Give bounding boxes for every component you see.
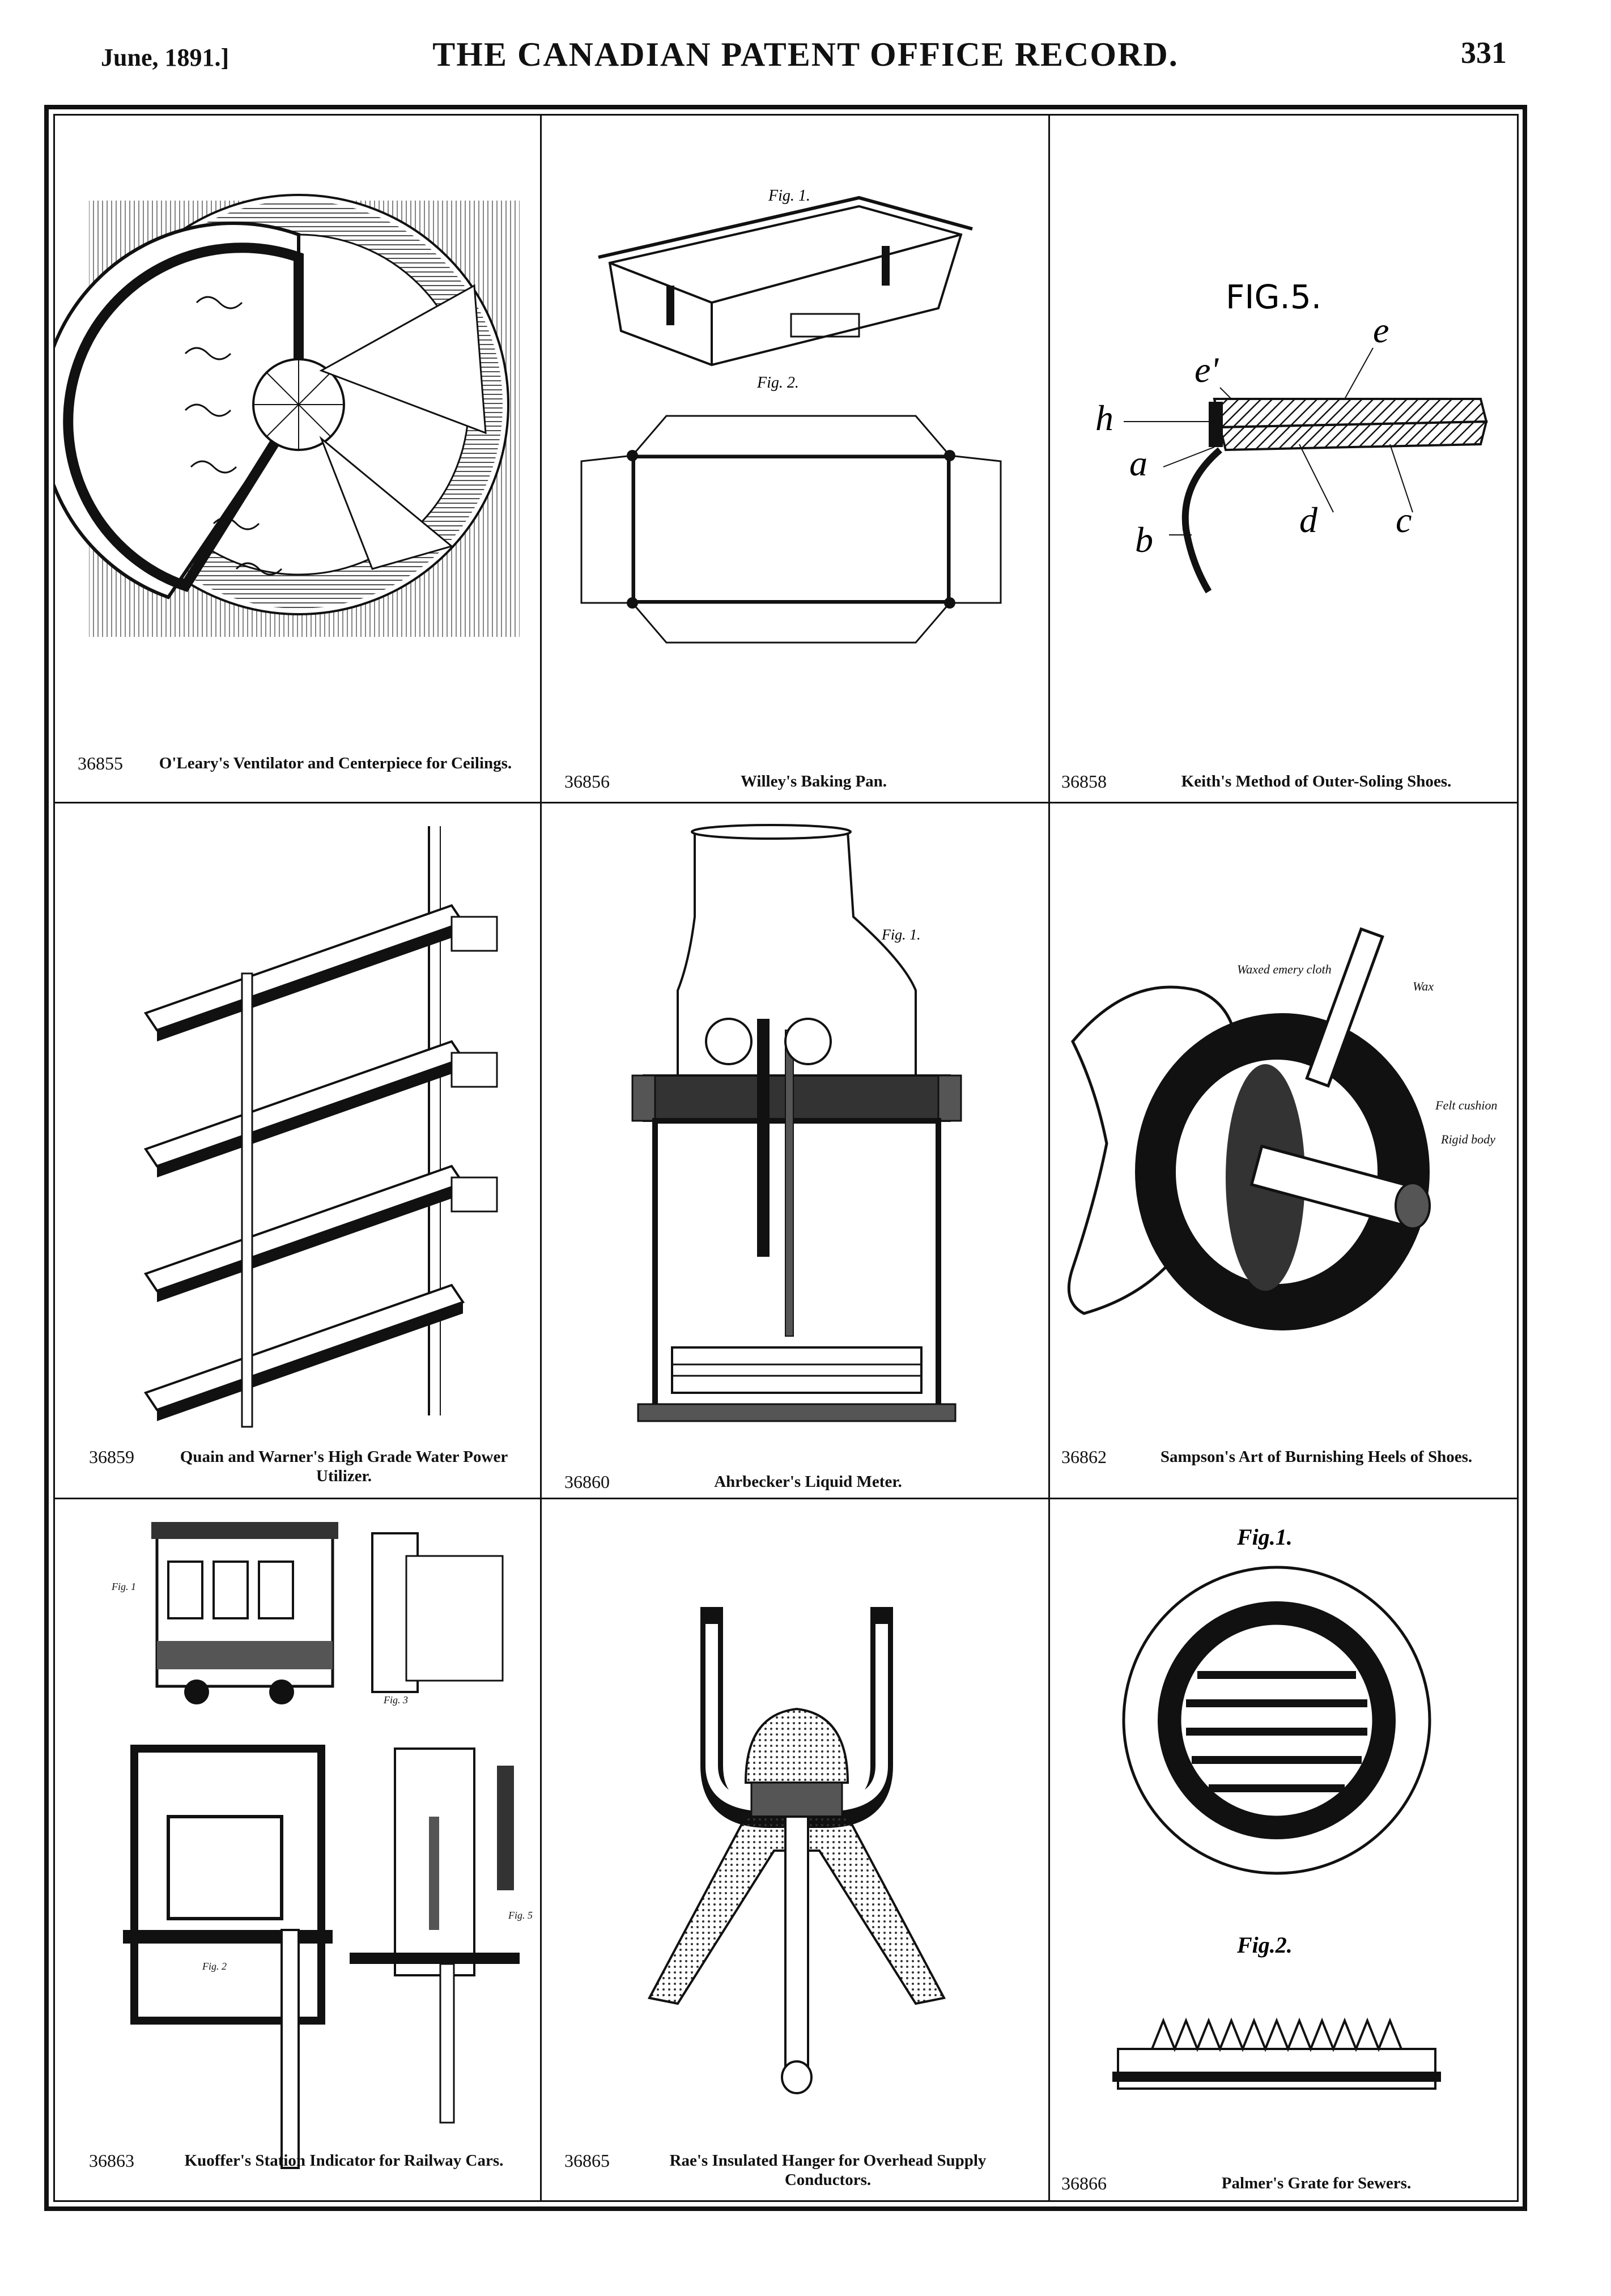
page-number: 331	[1461, 36, 1507, 70]
grate-fig1-label: Fig.1.	[1236, 1524, 1293, 1550]
patent-number: 36859	[89, 1447, 134, 1467]
panel-caption: 36855 O'Leary's Ventilator and Centerpie…	[78, 754, 531, 773]
patent-title: Quain and Warner's High Grade Water Powe…	[180, 1448, 508, 1485]
patent-title: Kuoffer's Station Indicator for Railway …	[184, 2152, 504, 2170]
patent-panel-36855: 36855 O'Leary's Ventilator and Centerpie…	[55, 116, 540, 802]
panel-caption: 36865 Rae's Insulated Hanger for Overhea…	[564, 2151, 1029, 2189]
inner-border	[53, 114, 1519, 2202]
patent-panel-36856: Fig. 1. Fig. 2. 36856 Willey's Baking Pa…	[542, 116, 1048, 802]
journal-title: THE CANADIAN PATENT OFFICE RECORD.	[432, 36, 1179, 73]
patent-panel-36859: 36859 Quain and Warner's High Grade Wate…	[55, 803, 540, 1498]
sole-label-c: c	[1396, 500, 1412, 540]
patent-panel-36866: Fig.1. Fig.2. 36866 Palmer's Grate for S…	[1050, 1499, 1519, 2202]
heel-emery-label: Waxed emery cloth	[1237, 962, 1332, 976]
sole-label-h: h	[1095, 398, 1113, 438]
pan-fig1-label: Fig. 1.	[768, 187, 810, 205]
heel-burnisher-drawing: Waxed emery cloth Wax Felt cushion Rigid…	[1067, 927, 1497, 1330]
baking-pan-drawing: Fig. 1. Fig. 2.	[580, 187, 1002, 644]
liquid-meter-drawing: Fig. 1.	[631, 824, 962, 1422]
sole-label-d: d	[1299, 500, 1318, 540]
patent-title: Rae's Insulated Hanger for Overhead Supp…	[669, 2152, 987, 2189]
panel-caption: 36862 Sampson's Art of Burnishing Heels …	[1061, 1447, 1509, 1466]
column-divider	[1048, 114, 1050, 2202]
sole-label-a: a	[1129, 443, 1147, 483]
panel-caption: 36860 Ahrbecker's Liquid Meter.	[564, 1472, 1029, 1491]
station-indicator-drawing: Fig. 1 Fig. 3 Fig. 2 Fig. 5	[111, 1522, 533, 2169]
insulated-hanger-drawing	[647, 1607, 946, 2094]
meter-fig-label: Fig. 1.	[881, 926, 921, 943]
patent-title: Ahrbecker's Liquid Meter.	[714, 1473, 902, 1491]
station-fig1-label: Fig. 1	[111, 1581, 136, 1592]
page-header: June, 1891.] THE CANADIAN PATENT OFFICE …	[0, 22, 1611, 78]
sewer-grate-drawing: Fig.1. Fig.2.	[1112, 1524, 1441, 2090]
heel-rigid-label: Rigid body	[1440, 1132, 1495, 1146]
row-divider	[53, 1498, 1519, 1499]
patent-title: Sampson's Art of Burnishing Heels of Sho…	[1160, 1448, 1473, 1466]
panel-caption: 36859 Quain and Warner's High Grade Wate…	[89, 1447, 531, 1486]
patent-number: 36866	[1061, 2173, 1107, 2193]
panel-caption: 36866 Palmer's Grate for Sewers.	[1061, 2174, 1509, 2193]
station-fig5-label: Fig. 5	[508, 1910, 533, 1921]
outer-sole-drawing: FIG.5. e e' h a b d c	[1095, 278, 1488, 594]
panel-caption: 36858 Keith's Method of Outer-Soling Sho…	[1061, 772, 1509, 791]
patent-number: 36862	[1061, 1447, 1107, 1467]
patent-number: 36858	[1061, 771, 1107, 792]
patent-title: Keith's Method of Outer-Soling Shoes.	[1181, 772, 1452, 790]
grate-fig2-label: Fig.2.	[1236, 1932, 1293, 1958]
patent-panel-36858: FIG.5. e e' h a b d c 36858 Keith's Meth…	[1050, 116, 1519, 802]
heel-wax-label: Wax	[1413, 979, 1434, 993]
station-fig3-label: Fig. 3	[383, 1694, 408, 1706]
patent-panel-36860: Fig. 1. 36860 Ahrbecker's Liquid Meter.	[542, 803, 1048, 1498]
patent-number: 36863	[89, 2150, 134, 2171]
patent-number: 36860	[564, 1472, 610, 1492]
patent-panel-36862: Waxed emery cloth Wax Felt cushion Rigid…	[1050, 803, 1519, 1498]
heel-felt-label: Felt cushion	[1435, 1098, 1497, 1112]
patent-number: 36855	[78, 753, 123, 773]
sole-label-e-prime: e'	[1195, 350, 1219, 390]
patent-title: Palmer's Grate for Sewers.	[1221, 2174, 1412, 2192]
sole-fig-label: FIG.5.	[1226, 278, 1321, 316]
patent-number: 36856	[564, 771, 610, 792]
station-fig2-label: Fig. 2	[202, 1961, 227, 1972]
patent-number: 36865	[564, 2150, 610, 2171]
pan-fig2-label: Fig. 2.	[756, 374, 799, 392]
column-divider	[540, 114, 542, 2202]
water-power-drawing	[143, 826, 498, 1428]
issue-date: June, 1891.]	[101, 44, 229, 71]
patent-title: Willey's Baking Pan.	[740, 772, 887, 790]
row-divider	[53, 802, 1519, 803]
panel-caption: 36856 Willey's Baking Pan.	[564, 772, 1029, 791]
patent-panel-36865: 36865 Rae's Insulated Hanger for Overhea…	[542, 1499, 1048, 2202]
sole-label-e: e	[1373, 310, 1389, 350]
patent-title: O'Leary's Ventilator and Centerpiece for…	[159, 754, 512, 772]
sole-label-b: b	[1135, 520, 1153, 560]
outer-border	[44, 105, 1527, 2211]
ventilator-drawing	[55, 194, 520, 637]
patent-panel-36863: Fig. 1 Fig. 3 Fig. 2 Fig. 5 36863 Kuoffe…	[55, 1499, 540, 2202]
panel-caption: 36863 Kuoffer's Station Indicator for Ra…	[89, 2151, 531, 2170]
